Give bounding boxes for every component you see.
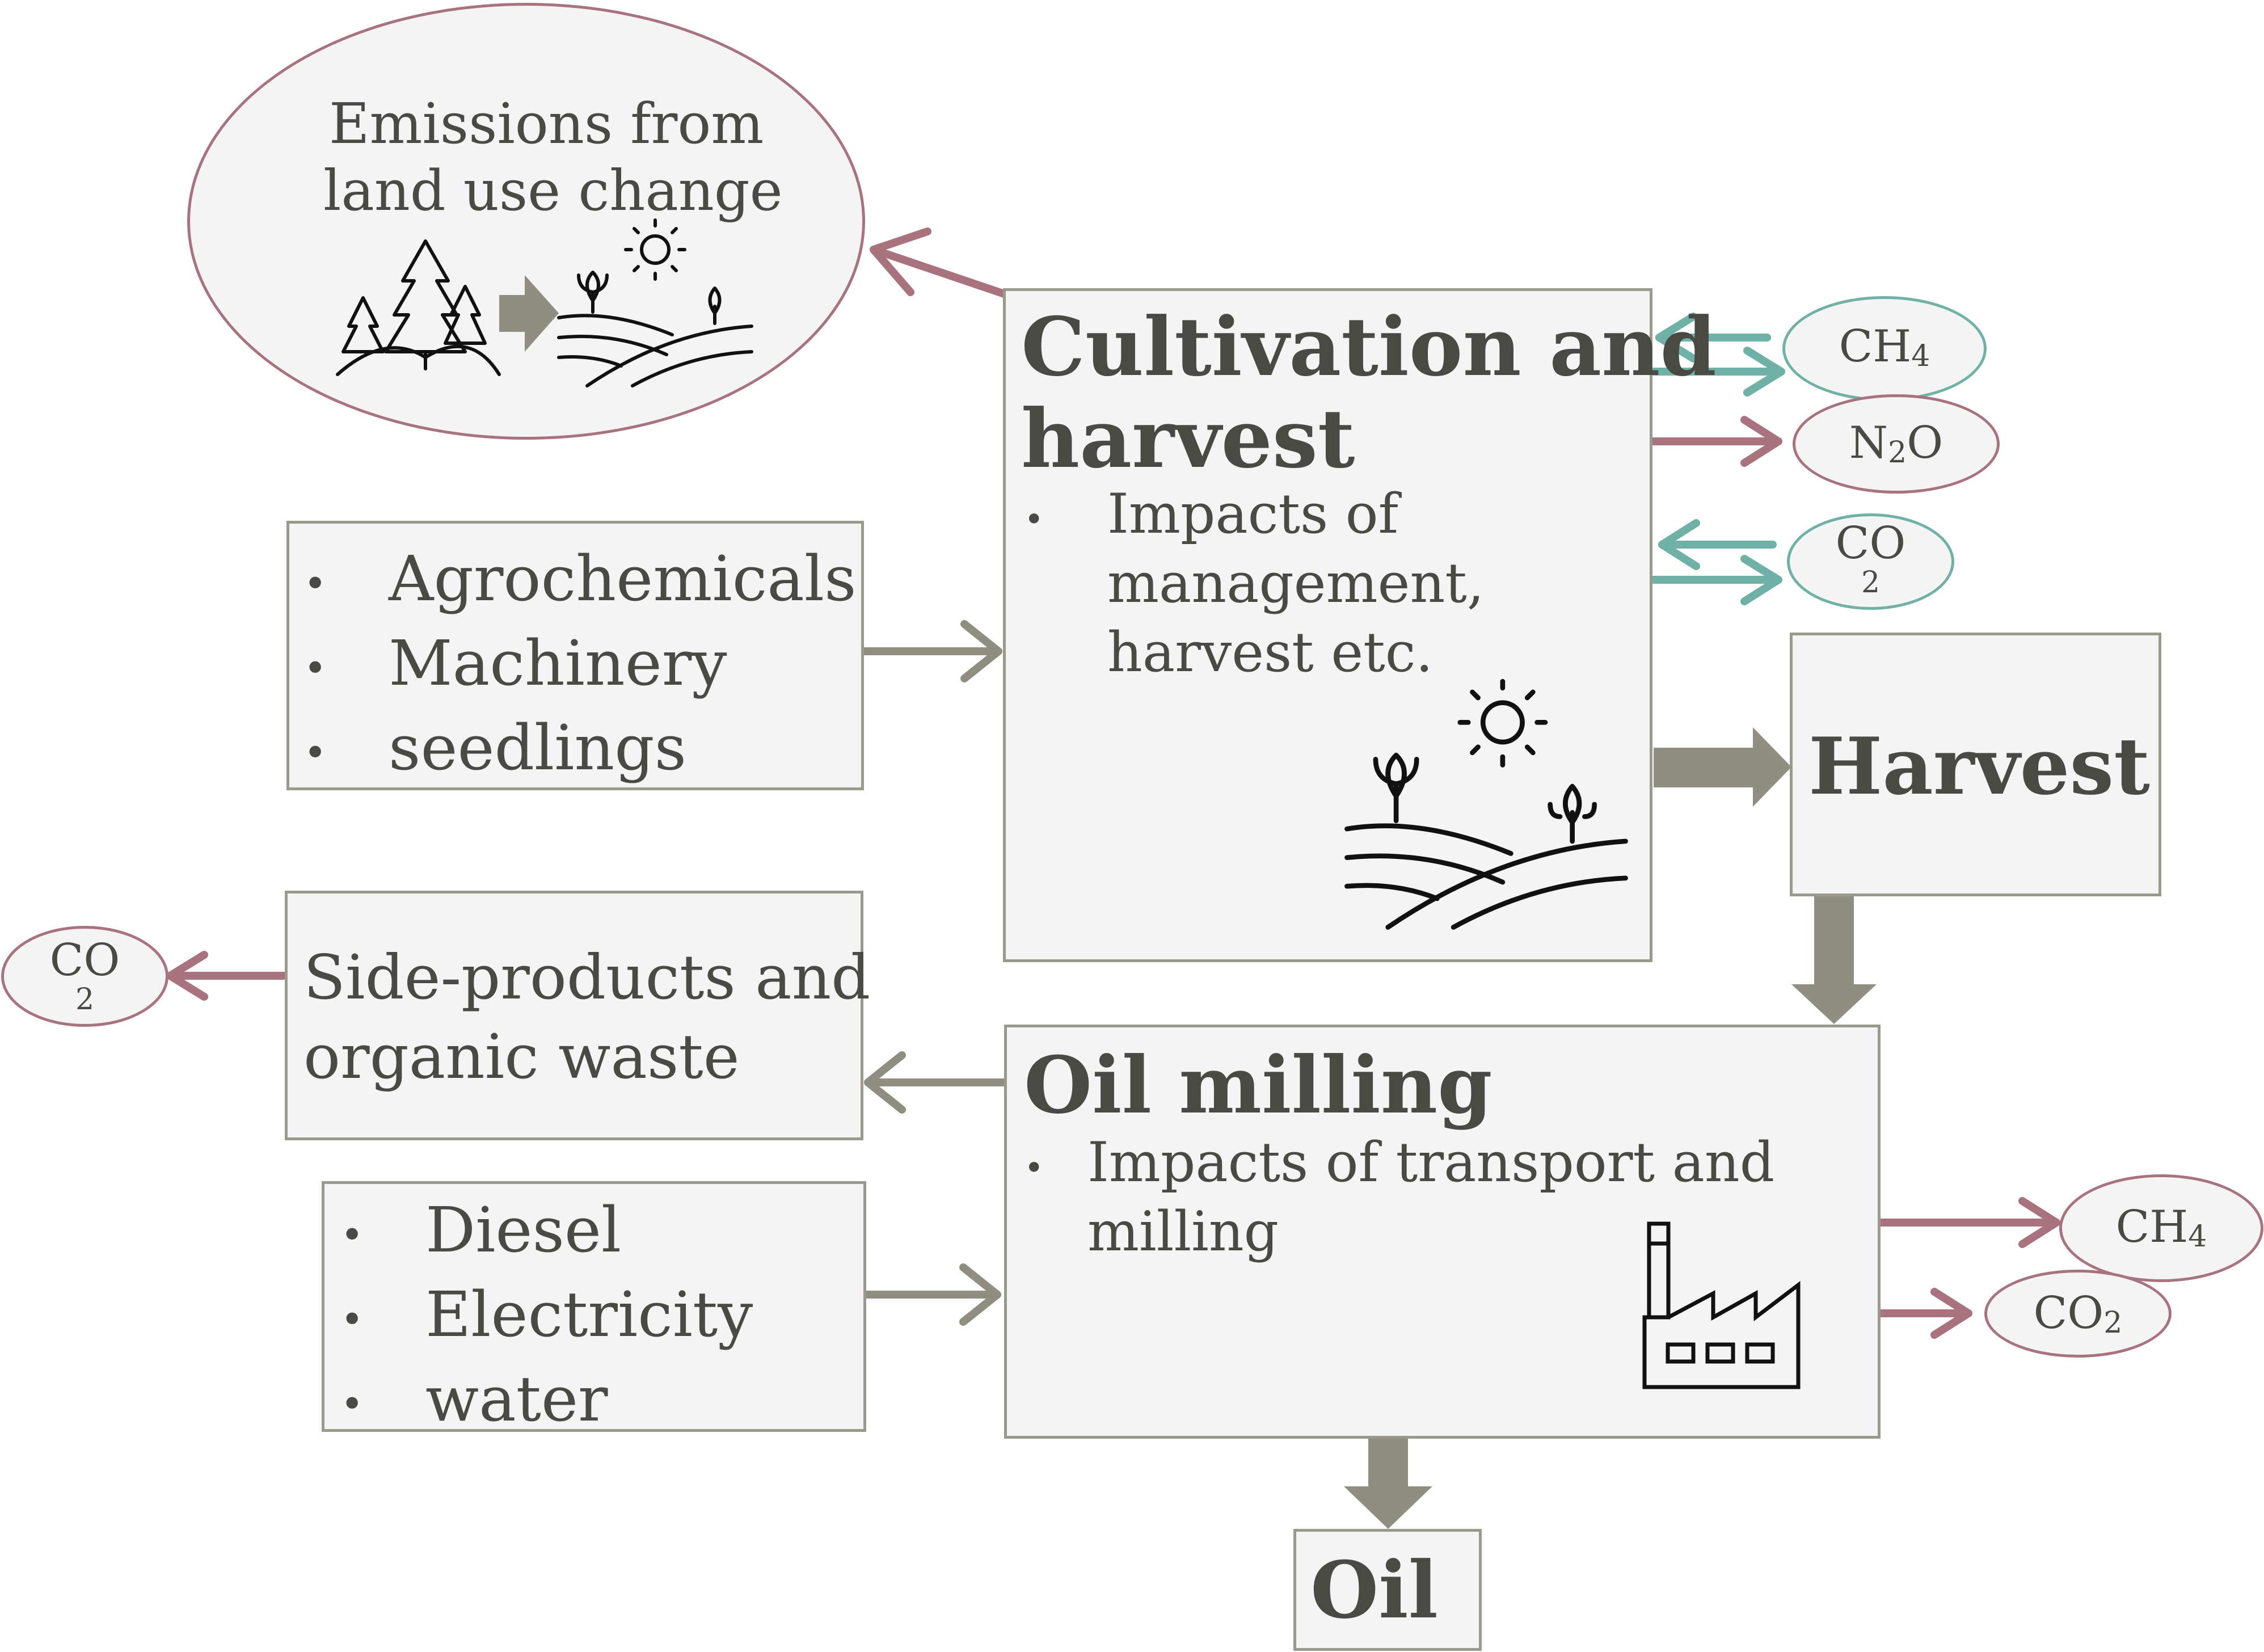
co2-milling-label: CO2 [2033,1288,2123,1340]
arrow-co2-exchange [1650,519,1782,605]
arrow-milling-co2 [1877,1288,1972,1339]
list-item: •Diesel [340,1194,622,1266]
list-item: •Agrochemicals [303,542,857,615]
arrow-n2o-emission [1650,416,1782,467]
cultivation-title-line1: Cultivation and [1021,300,1717,394]
n2o-ellipse [1793,394,2000,494]
co2-milling-ellipse [1984,1270,2172,1358]
ch4-cultivation-label: CH4 [1839,321,1930,373]
list-item: •seedlings [303,711,687,785]
arrow-milling-to-side-products [864,1051,1008,1114]
arrow-side-products-co2 [166,951,288,1001]
inputs-agri-list: •Agrochemicals •Machinery •seedlings [303,539,857,793]
arrow-cultivation-to-luc [870,227,1008,298]
farmland-icon [1344,678,1628,930]
side-products-box [285,891,863,1140]
luc-title-line2: land use change [323,159,783,224]
harvest-title: Harvest [1808,720,2150,812]
harvest-box [1790,633,2161,896]
co2-cultivation-ellipse [1787,513,1954,610]
co2-side-products-ellipse [1,926,168,1027]
inputs-agri-box [286,521,864,790]
arrow-milling-ch4 [1877,1197,2060,1248]
oil-title: Oil [1310,1544,1439,1636]
arrow-ch4-exchange [1650,313,1785,397]
ch4-milling-ellipse [2059,1174,2263,1282]
arrow-inputs-to-cultivation [859,620,1002,682]
oil-milling-impacts: • Impacts of transport and milling [1024,1131,1775,1263]
luc-title-line1: Emissions from [329,92,764,157]
oil-box [1293,1529,1482,1651]
inputs-energy-box [322,1181,866,1432]
co2-side-products-label: CO 2 [49,935,120,1017]
arrow-cultivation-to-harvest [1654,727,1791,807]
n2o-label: N2O [1849,418,1943,470]
luc-ellipse [187,3,865,440]
oil-milling-title: Oil milling [1024,1039,1493,1131]
arrow-milling-to-oil [1344,1438,1432,1529]
oil-milling-box [1004,1025,1881,1439]
cultivation-box [1003,288,1652,962]
arrow-energy-to-milling [863,1263,1001,1326]
forest-icon [336,239,501,376]
cultivation-impacts: • Impacts of management, harvest etc. [1024,482,1485,684]
list-item: •Electricity [340,1278,753,1351]
list-item: •water [340,1363,608,1436]
arrow-harvest-to-milling [1791,896,1877,1024]
co2-cultivation-label: CO 2 [1835,518,1906,600]
ch4-milling-label: CH4 [2115,1202,2207,1254]
side-products-line1: Side-products and [303,942,871,1013]
list-item: •Machinery [303,627,727,700]
arrow-right-icon [499,275,559,352]
farmland-icon [557,218,753,387]
cultivation-title-line2: harvest [1021,392,1355,486]
factory-icon [1642,1221,1801,1389]
inputs-energy-list: •Diesel •Electricity •water [340,1190,753,1444]
side-products-line2: organic waste [303,1022,740,1093]
